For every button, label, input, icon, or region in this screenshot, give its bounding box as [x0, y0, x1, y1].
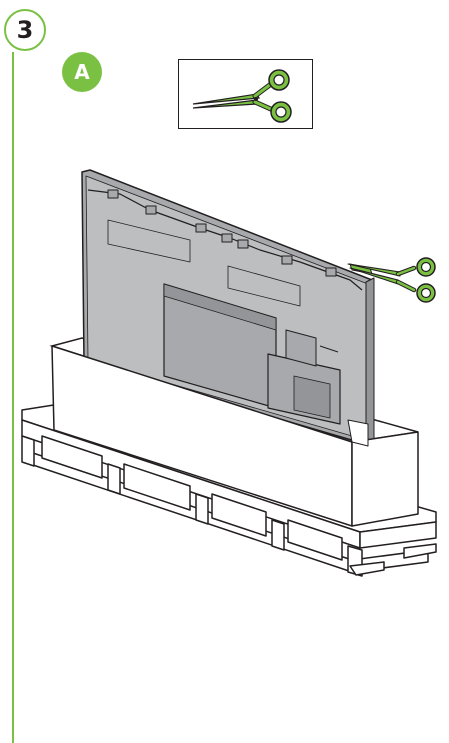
- sub-step-badge: A: [62, 52, 102, 92]
- television: [81, 169, 375, 449]
- scissors-cutting-icon: [347, 257, 436, 303]
- step-number: 3: [16, 16, 34, 44]
- tool-callout-box: [178, 59, 313, 129]
- sub-step-label: A: [74, 60, 90, 84]
- step-number-badge: 3: [4, 9, 46, 51]
- scissors-icon: [192, 69, 292, 123]
- step-side-rule: [12, 52, 14, 743]
- box-front: [51, 345, 419, 527]
